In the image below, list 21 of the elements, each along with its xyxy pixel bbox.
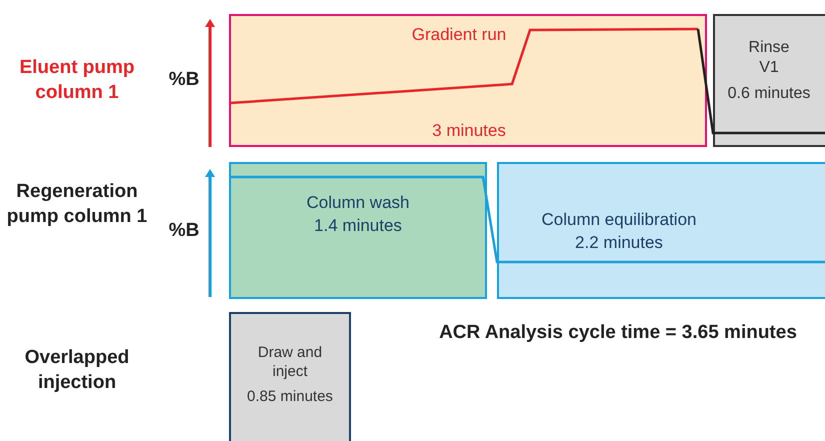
axis-label: %B	[168, 219, 200, 243]
phase-label: Rinse V1	[748, 38, 790, 78]
phase-label: 0.85 minutes	[246, 388, 334, 407]
phase-box	[713, 14, 825, 147]
phase-label: Column equilibration	[540, 209, 698, 230]
phase-label: Draw and inject	[256, 344, 324, 382]
phase-label: 2.2 minutes	[574, 232, 664, 254]
axis-label: %B	[168, 68, 200, 92]
phase-box	[229, 162, 487, 299]
phase-label: Gradient run	[410, 24, 508, 46]
row-label: Regeneration pump column 1	[6, 180, 148, 229]
cycle-time-note: ACR Analysis cycle time = 3.65 minutes	[438, 321, 798, 345]
phase-label: Column wash	[306, 192, 410, 214]
phase-label: 3 minutes	[431, 120, 507, 142]
phase-label: 1.4 minutes	[313, 215, 403, 236]
row-label: Overlapped injection	[24, 346, 130, 395]
phase-box	[229, 312, 351, 441]
row-label: Eluent pump column 1	[18, 56, 136, 105]
phase-box	[229, 14, 707, 147]
phase-label: 0.6 minutes	[726, 84, 812, 104]
phase-box	[497, 162, 825, 299]
